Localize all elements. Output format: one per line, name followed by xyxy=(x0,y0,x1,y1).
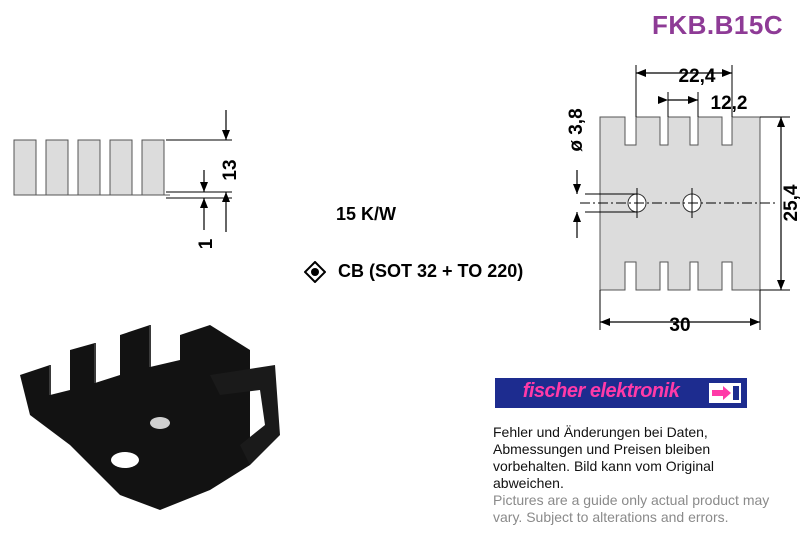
top-view xyxy=(573,65,790,330)
thermal-resistance: 15 K/W xyxy=(336,204,397,224)
dim-bottom-width: 30 xyxy=(669,315,690,336)
product-code: FKB.B15C xyxy=(652,10,784,40)
target-screw-icon xyxy=(304,261,326,283)
dim-height: 25,4 xyxy=(781,184,800,221)
side-view xyxy=(13,110,232,232)
product-photo xyxy=(20,325,280,510)
dim-inner-width: 12,2 xyxy=(711,93,748,114)
dim-hole-diameter: ø 3,8 xyxy=(566,108,587,151)
brand-logo: fischer elektronik xyxy=(495,378,747,408)
disclaimer-english: Pictures are a guide only actual product… xyxy=(493,492,770,525)
mounting-package: CB (SOT 32 + TO 220) xyxy=(338,261,524,281)
arrow-logo-icon xyxy=(709,383,741,403)
dim-overall-width: 22,4 xyxy=(679,66,716,87)
dim-height-label: 13 xyxy=(220,159,241,180)
brand-name: fischer elektronik xyxy=(522,380,680,402)
disclaimer-german: Fehler und Änderungen bei Daten, Abmessu… xyxy=(493,424,715,491)
dim-base-label: 1 xyxy=(196,238,217,249)
